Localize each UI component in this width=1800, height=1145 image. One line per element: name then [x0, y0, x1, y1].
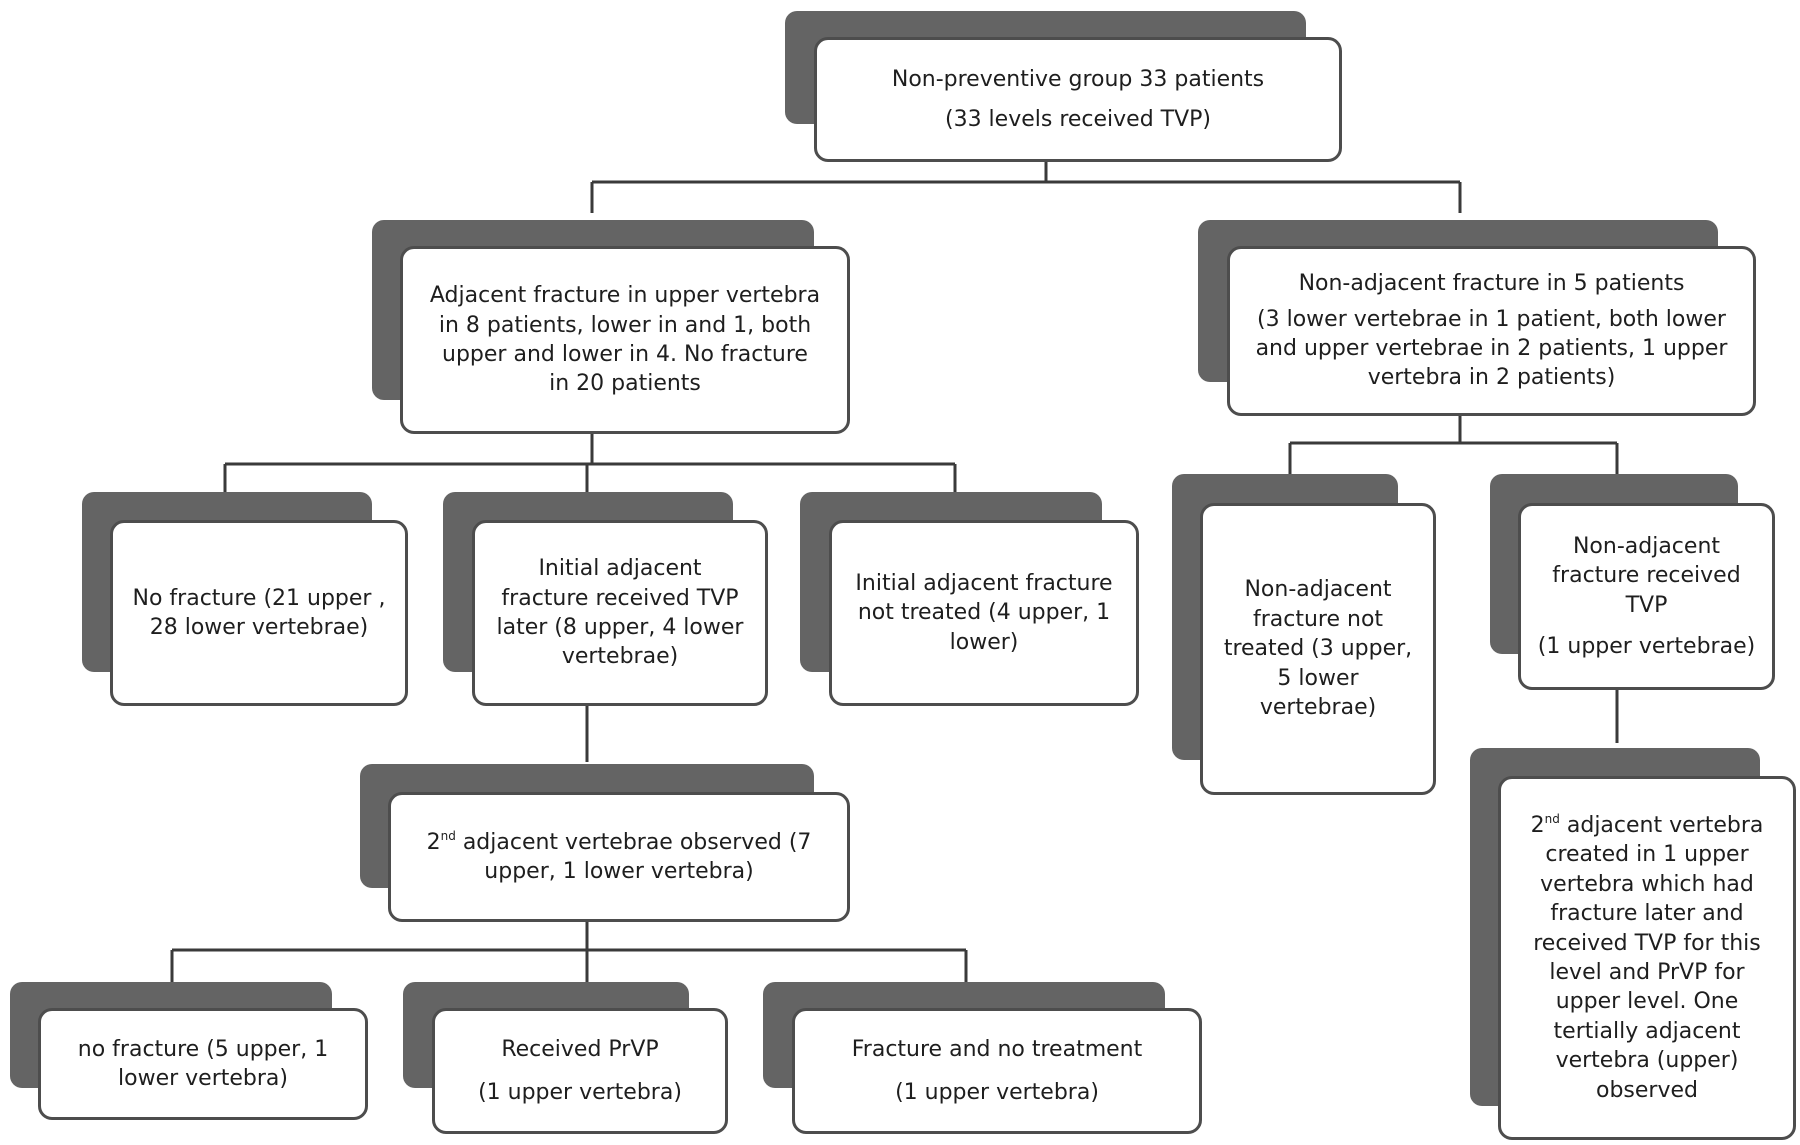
node-second-created-line5: received TVP for this	[1533, 930, 1761, 956]
node-received-prvp-line2: (1 upper vertebra)	[478, 1080, 682, 1105]
node-nonadj-not-treated-line3: treated (3 upper,	[1223, 636, 1413, 662]
connector-adjacent	[223, 434, 957, 492]
node-initial-not-treated-line2: not treated (4 upper, 1	[857, 600, 1111, 626]
node-nonadj-tvp-line4: (1 upper vertebrae)	[1537, 633, 1756, 659]
node-second-observed-line1: 2nd adjacent vertebrae observed (7	[426, 828, 812, 855]
node-second-created-line1: 2nd adjacent vertebra	[1530, 811, 1764, 838]
node-no-fracture-line1: No fracture (21 upper ,	[132, 585, 386, 611]
node-second-created-line3: vertebra which had	[1540, 871, 1754, 897]
node-adjacent-line3: upper and lower in 4. No fracture	[442, 342, 808, 367]
node-nonadj-not-treated-line2: fracture not	[1252, 606, 1384, 632]
node-initial-tvp-line2: fracture received TVP	[501, 585, 739, 611]
node-nonadjacent-line3: and upper vertebrae in 2 patients, 1 upp…	[1255, 336, 1728, 361]
node-second-created-line9: vertebra (upper)	[1555, 1048, 1739, 1074]
node-no-fracture-2-line2: lower vertebra)	[118, 1066, 288, 1091]
node-second-created-line2: created in 1 upper	[1545, 842, 1749, 868]
node-adjacent-line2: in 8 patients, lower in and 1, both	[438, 312, 812, 338]
node-second-created-line7: upper level. One	[1555, 989, 1739, 1015]
connector-root	[590, 162, 1462, 213]
connector-second-observed	[170, 922, 968, 982]
node-no-fracture-2-line1: no fracture (5 upper, 1	[77, 1036, 329, 1062]
node-second-created-line8: tertially adjacent	[1553, 1018, 1741, 1044]
node-root-line2: (33 levels received TVP)	[944, 106, 1212, 132]
node-adjacent-line4: in 20 patients	[549, 371, 701, 397]
node-root-line1: Non-preventive group 33 patients	[891, 67, 1265, 93]
node-nonadj-not-treated-line5: vertebrae)	[1259, 695, 1377, 721]
node-nonadj-not-treated-line1: Non-adjacent	[1244, 577, 1392, 603]
node-adjacent-line1: Adjacent fracture in upper vertebra	[429, 283, 821, 309]
node-received-prvp-line1: Received PrVP	[501, 1036, 659, 1062]
node-nonadj-not-treated-line4: 5 lower	[1277, 665, 1359, 691]
node-second-created-line10: observed	[1596, 1077, 1698, 1103]
node-nonadj-tvp-line3: TVP	[1625, 592, 1668, 618]
node-nonadjacent-line1: Non-adjacent fracture in 5 patients	[1298, 271, 1685, 297]
node-nonadjacent-line4: vertebra in 2 patients)	[1367, 365, 1616, 391]
node-initial-not-treated-line1: Initial adjacent fracture	[855, 570, 1113, 596]
node-nonadj-tvp-line2: fracture received	[1552, 563, 1741, 589]
connector-nonadjacent	[1288, 416, 1619, 474]
node-nonadjacent-line2: (3 lower vertebrae in 1 patient, both lo…	[1257, 306, 1726, 332]
node-nonadj-tvp-line1: Non-adjacent	[1572, 533, 1721, 559]
node-initial-tvp-line1: Initial adjacent	[538, 556, 702, 582]
node-second-observed-line2: upper, 1 lower vertebra)	[484, 859, 754, 884]
node-initial-tvp-line3: later (8 upper, 4 lower	[496, 615, 744, 640]
node-fracture-no-treatment-line1: Fracture and no treatment	[851, 1036, 1143, 1062]
node-initial-tvp-line4: vertebrae)	[561, 644, 679, 670]
node-second-created-line4: fracture later and	[1550, 901, 1744, 927]
node-initial-not-treated-line3: lower)	[949, 629, 1019, 655]
node-fracture-no-treatment-line2: (1 upper vertebra)	[895, 1080, 1099, 1105]
node-no-fracture-line2: 28 lower vertebrae)	[149, 615, 369, 640]
node-second-created-line6: level and PrVP for	[1549, 960, 1745, 985]
